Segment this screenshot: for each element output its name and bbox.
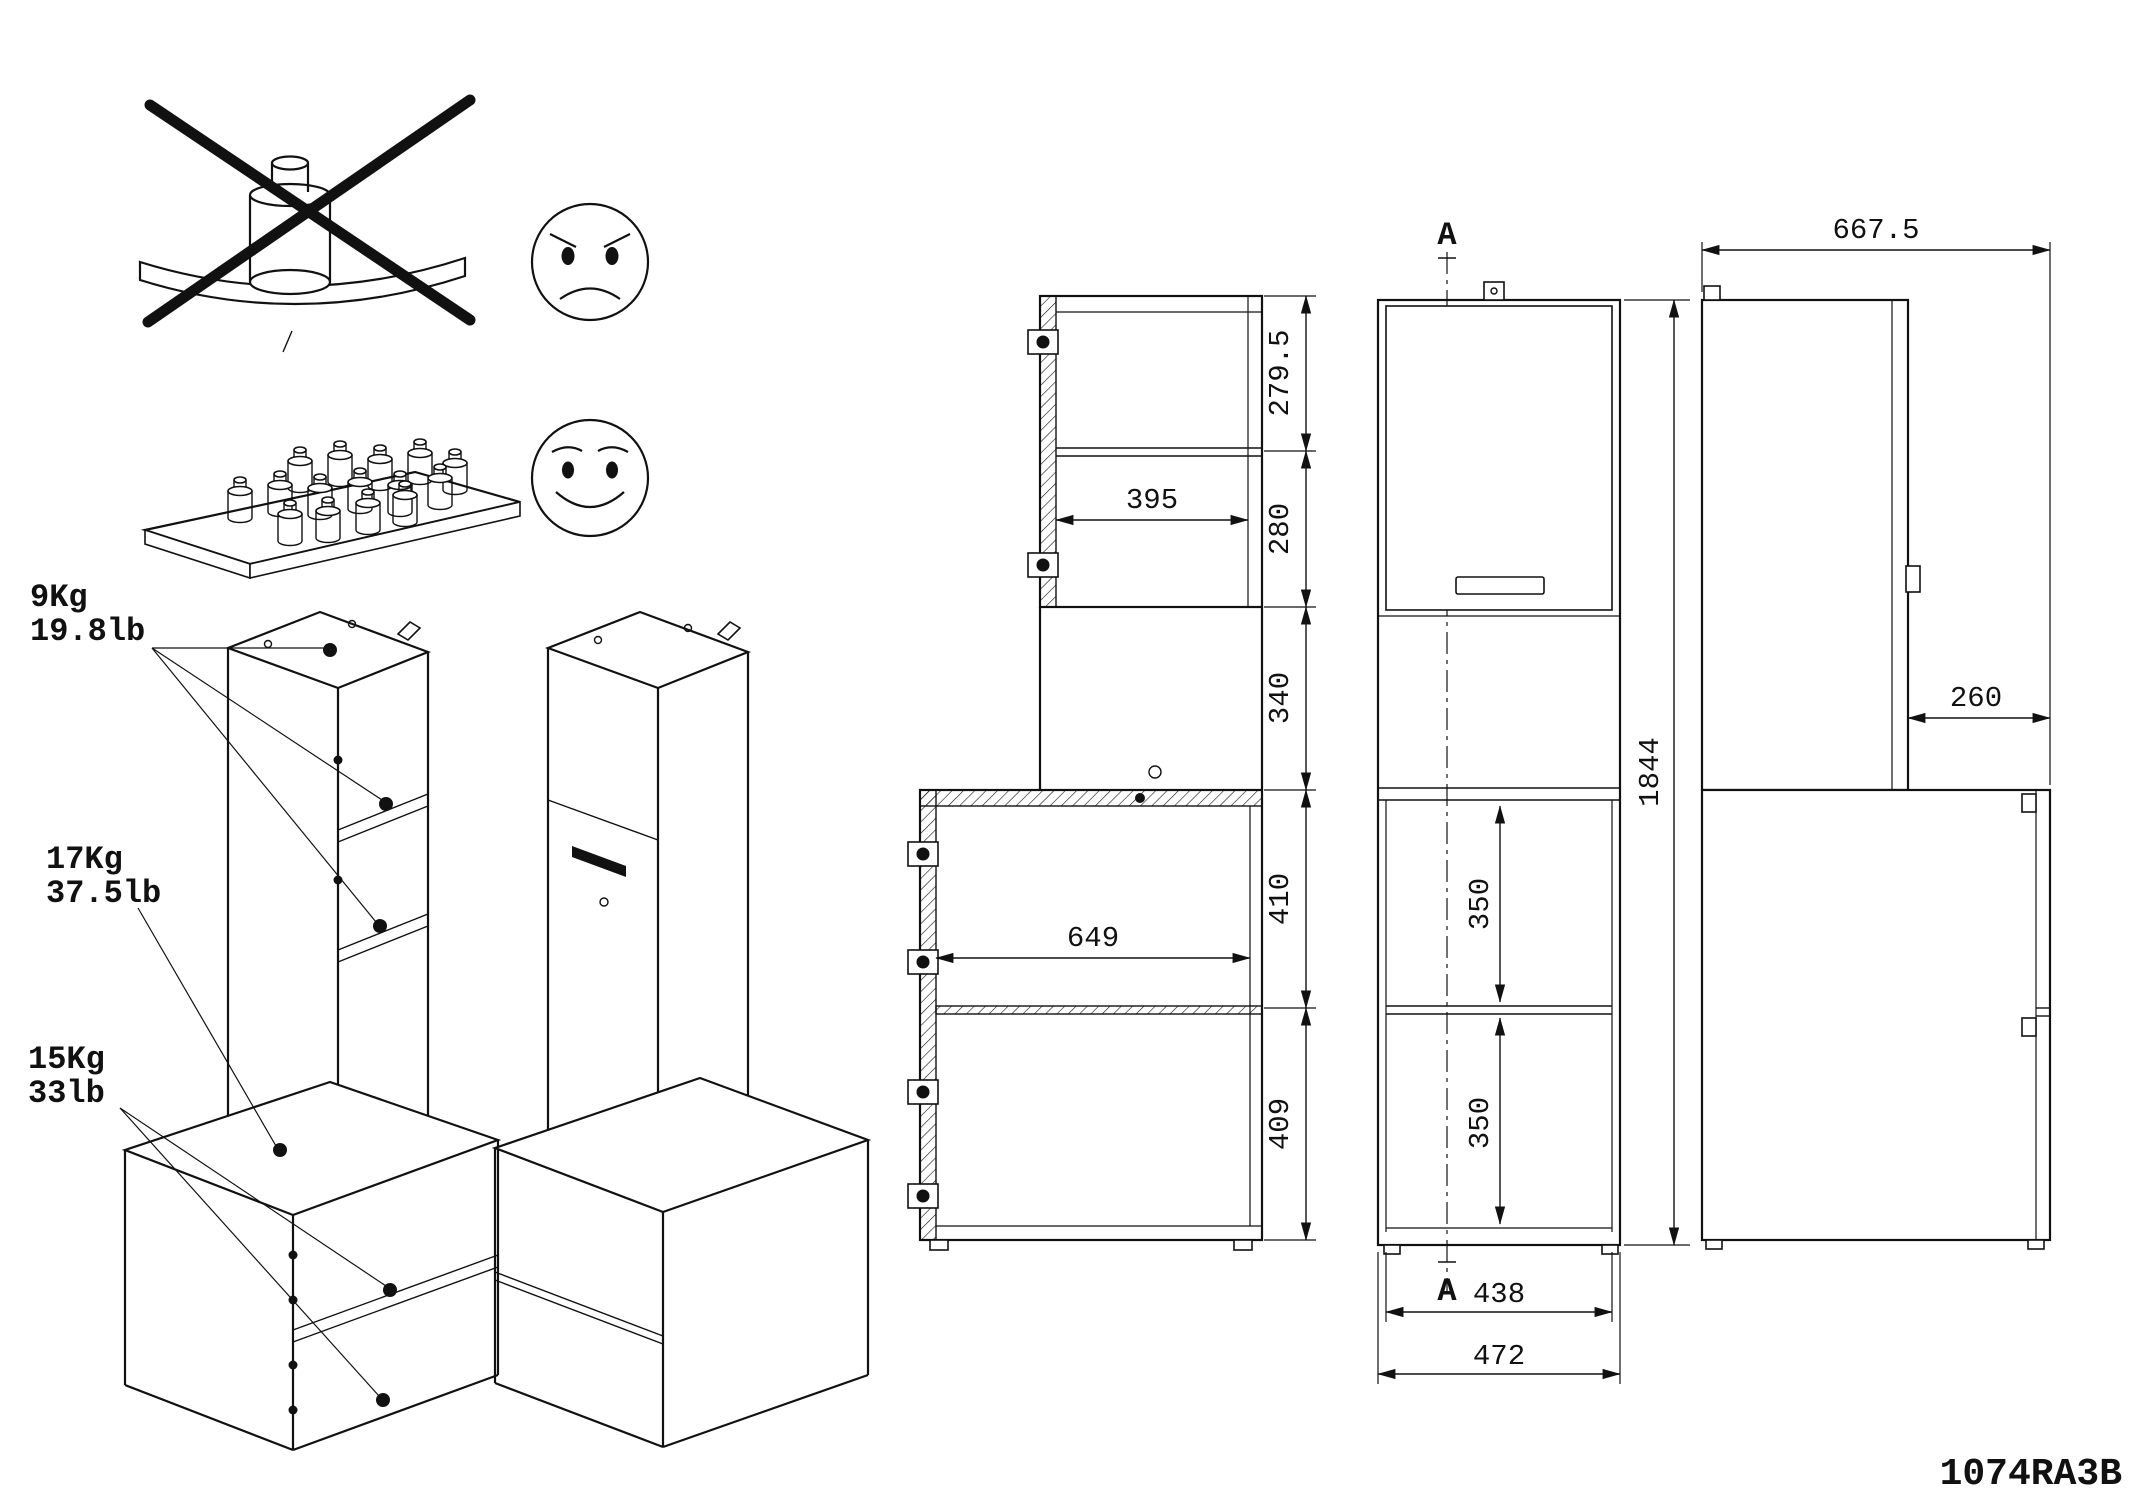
weight-middle-lb: 37.5lb <box>46 875 161 912</box>
dim-base-lower: 409 <box>1264 1098 1297 1150</box>
hinge-knob <box>288 1360 298 1370</box>
weight-upper-kg: 9Kg <box>30 579 88 616</box>
foot <box>1705 1239 1723 1250</box>
door-seam <box>547 799 659 841</box>
wall-bracket <box>1703 285 1721 301</box>
section-marker-bottom: A <box>1437 1273 1457 1310</box>
base-top-panel-hatch <box>919 789 1263 807</box>
handle-profile <box>1905 565 1921 593</box>
load-point-dot <box>383 1283 397 1297</box>
load-point-dot <box>373 919 387 933</box>
isometric-open-view <box>121 610 502 1452</box>
load-point-dot <box>273 1143 287 1157</box>
weight-capacity-labels: 9Kg 19.8lb 17Kg 37.5lb 15Kg 33lb <box>28 579 397 1407</box>
drawer-divider <box>494 1271 664 1337</box>
dim-base-upper: 410 <box>1264 873 1297 925</box>
warning-distributed-right <box>140 418 650 580</box>
foot <box>2027 1239 2045 1250</box>
section-marker-top: A <box>1437 217 1457 254</box>
dim-lower-compartment: 350 <box>1464 1097 1497 1149</box>
cable-hole <box>1148 765 1162 779</box>
dim-overall-depth: 667.5 <box>1832 214 1919 247</box>
drawer-pull-notch <box>2021 1017 2037 1037</box>
screw-hole <box>347 619 357 629</box>
dim-gap-section: 340 <box>1264 672 1297 724</box>
dim-outer-width: 472 <box>1473 1340 1525 1373</box>
dowel-dot <box>1135 793 1145 803</box>
dim-inner-width: 438 <box>1473 1278 1525 1311</box>
heavy-weight <box>248 155 332 296</box>
base-cabinet-outline <box>918 788 1264 1242</box>
foot <box>1601 1244 1619 1255</box>
hinge-knob <box>288 1250 298 1260</box>
iso-closed-base-top-face <box>491 1076 872 1214</box>
profile-base-unit <box>1700 788 2052 1242</box>
elevation-view: A A 350 350 1844 438 472 <box>1376 217 1690 1384</box>
hinge-symbol <box>907 1183 939 1209</box>
weight-middle-kg: 17Kg <box>46 841 123 878</box>
base-side-panel-hatch <box>919 789 937 1241</box>
profile-view: 667.5 260 <box>1700 214 2052 1250</box>
door-handle-slot <box>1455 576 1545 595</box>
hinge-symbol <box>1027 329 1059 355</box>
warning-overload-wrong <box>138 94 650 353</box>
load-point-dot <box>379 797 393 811</box>
front-dimension-chain: 279.5 280 340 410 409 <box>1264 295 1316 1241</box>
hinge-knob <box>288 1405 298 1415</box>
front-section-view: 395 649 <box>907 294 1264 1251</box>
dim-total-height: 1844 <box>1634 737 1667 807</box>
isometric-closed-view <box>491 610 872 1449</box>
dim-base-inner-width: 649 <box>1067 922 1119 955</box>
upper-door <box>1385 305 1613 611</box>
cross-out-x-icon <box>142 94 476 328</box>
weight-lower-lb: 33lb <box>28 1075 105 1112</box>
base-shelf-hatch <box>935 1005 1263 1015</box>
foot <box>929 1239 949 1251</box>
screw-hole <box>683 623 693 633</box>
foot <box>1233 1239 1253 1251</box>
foot <box>1383 1244 1401 1255</box>
dim-upper-section: 279.5 <box>1264 329 1297 416</box>
load-point-dot <box>376 1393 390 1407</box>
drawer-pull-notch <box>2021 793 2037 813</box>
screw-hole <box>593 635 603 645</box>
door-handle <box>572 846 626 877</box>
drawer-divider <box>494 1279 664 1345</box>
wall-bracket-tab <box>716 620 742 642</box>
door-knob-hole <box>599 897 609 907</box>
hinge-symbol <box>907 949 939 975</box>
flat-shelf-front-edge <box>249 500 521 580</box>
profile-upper-unit <box>1700 298 1910 792</box>
hinge-symbol <box>907 841 939 867</box>
weight-lower-kg: 15Kg <box>28 1041 105 1078</box>
dim-front-offset: 260 <box>1950 682 2002 715</box>
happy-face-icon <box>530 418 650 538</box>
part-number: 1074RA3B <box>1940 1453 2122 1496</box>
dim-second-section: 280 <box>1264 503 1297 555</box>
iso-closed-upper-top-face <box>544 610 752 690</box>
load-point-dot <box>323 643 337 657</box>
dim-upper-compartment: 350 <box>1464 878 1497 930</box>
upper-cabinet-side-panel-hatch <box>1039 295 1057 608</box>
angry-face-icon <box>530 202 650 322</box>
dim-upper-inner-width: 395 <box>1126 484 1178 517</box>
weight-upper-lb: 19.8lb <box>30 613 145 650</box>
sagging-shelf <box>138 256 467 306</box>
wall-bracket <box>1483 281 1505 301</box>
hinge-symbol <box>907 1079 939 1105</box>
hinge-knob <box>333 755 343 765</box>
shelf-crack-mark <box>282 330 293 353</box>
upper-cabinet-outline <box>1038 294 1264 609</box>
hinge-symbol <box>1027 552 1059 578</box>
wall-bracket-tab <box>396 620 422 642</box>
